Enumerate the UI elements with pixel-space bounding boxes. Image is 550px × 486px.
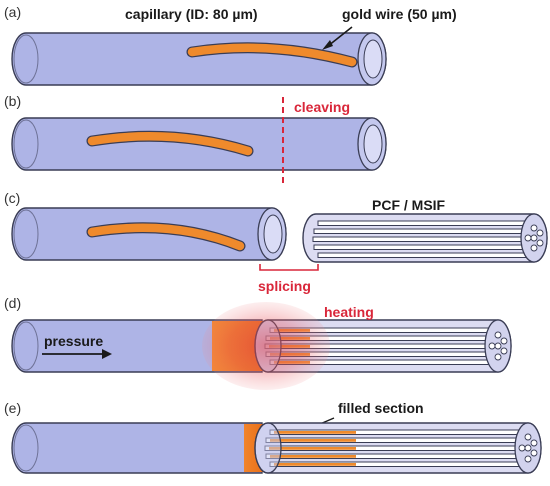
pcf-label: PCF / MSIF	[372, 197, 446, 213]
panel-label-e: (e)	[4, 400, 21, 416]
panel-label-b: (b)	[4, 93, 21, 109]
panel-label-c: (c)	[4, 190, 20, 206]
heating-glow	[202, 302, 330, 390]
cleaving-label: cleaving	[294, 99, 350, 115]
capillary-c	[11, 207, 287, 261]
splicing-label: splicing	[258, 278, 311, 294]
panel-label-a: (a)	[4, 4, 21, 20]
capillary-e	[11, 422, 263, 474]
pcf-fiber-e	[254, 422, 542, 474]
capillary-label: capillary (ID: 80 µm)	[125, 6, 258, 22]
heating-label: heating	[324, 304, 374, 320]
capillary-d	[11, 319, 263, 373]
pressure-label: pressure	[44, 333, 103, 349]
pointer-arrow	[322, 26, 353, 50]
filled-section-label: filled section	[338, 400, 424, 416]
panel-label-d: (d)	[4, 295, 21, 311]
splicing-bracket	[259, 264, 319, 271]
pressure-arrow	[42, 349, 112, 359]
pcf-fiber-c	[302, 213, 548, 263]
gold-wire-label: gold wire (50 µm)	[342, 6, 457, 22]
